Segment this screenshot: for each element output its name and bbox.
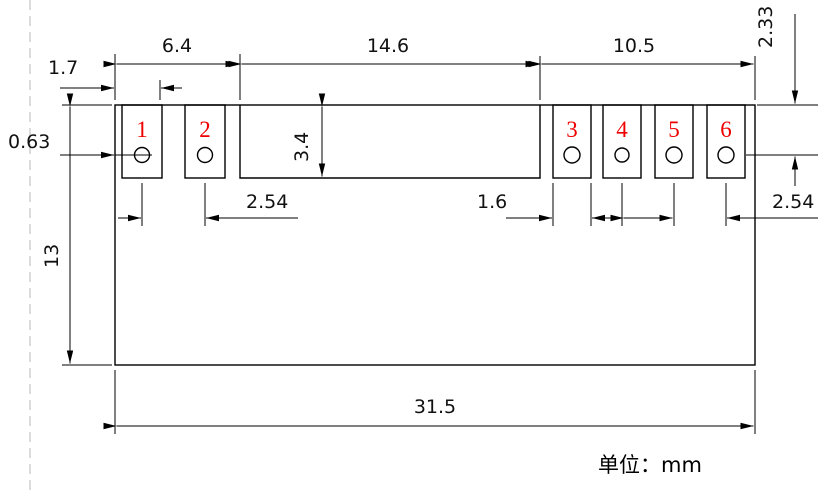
pad-4-number: 4 [616, 117, 628, 142]
dim-top-sections: 6.4 14.6 10.5 [103, 35, 756, 100]
pad-5: 5 [654, 104, 694, 179]
dim-edge-to-hole-label: 0.63 [8, 131, 50, 153]
pad-6-number: 6 [720, 117, 732, 142]
dim-body-height: 13 [41, 93, 112, 366]
pad-2-number: 2 [199, 117, 211, 142]
middle-notch [239, 105, 541, 179]
pad-1-number: 1 [136, 117, 148, 142]
dim-pad-width-label: 1.6 [477, 191, 507, 213]
dim-top-to-hole-label: 2.33 [755, 6, 777, 48]
pad-3-outline [552, 104, 592, 179]
pad-4-hole [614, 147, 630, 163]
pad-2-hole [196, 146, 214, 164]
pad-1-outline [121, 104, 163, 179]
dim-top-to-hole: 2.33 [746, 6, 818, 186]
dim-pad1-offset-label: 1.7 [48, 57, 78, 79]
pad-3-hole [563, 146, 581, 164]
module-body [114, 104, 756, 366]
pad-6-hole [717, 146, 735, 164]
dim-middle-section-label: 14.6 [367, 35, 409, 57]
pad-5-number: 5 [668, 117, 680, 142]
dim-right-pitch: 2.54 [610, 183, 818, 226]
dim-pad-width: 1.6 [477, 183, 614, 226]
pad-5-outline [654, 104, 694, 179]
pad-5-hole [665, 146, 683, 164]
dim-body-width-label: 31.5 [414, 396, 456, 418]
units-note: 单位：mm [598, 453, 702, 477]
pad-3: 3 [552, 104, 592, 179]
dim-notch-height-label: 3.4 [291, 132, 313, 162]
pad-2-outline [184, 104, 226, 179]
pad-3-number: 3 [566, 117, 578, 142]
dim-left-pitch: 2.54 [118, 183, 298, 226]
dim-right-pitch-label: 2.54 [772, 191, 814, 213]
dim-left-pitch-label: 2.54 [246, 191, 288, 213]
pad-2: 2 [184, 104, 226, 179]
dim-body-height-label: 13 [41, 244, 63, 268]
dim-left-section-label: 6.4 [162, 35, 192, 57]
pad-4-outline [602, 104, 642, 179]
pad-6-outline [706, 104, 746, 179]
body-outline [114, 104, 756, 366]
dim-body-width: 31.5 [103, 370, 756, 434]
dim-pad1-offset: 1.7 [48, 57, 182, 100]
pad-4: 4 [602, 104, 642, 179]
pad-6: 6 [706, 104, 746, 179]
dim-notch-height: 3.4 [291, 93, 326, 177]
dim-right-section-label: 10.5 [613, 35, 655, 57]
